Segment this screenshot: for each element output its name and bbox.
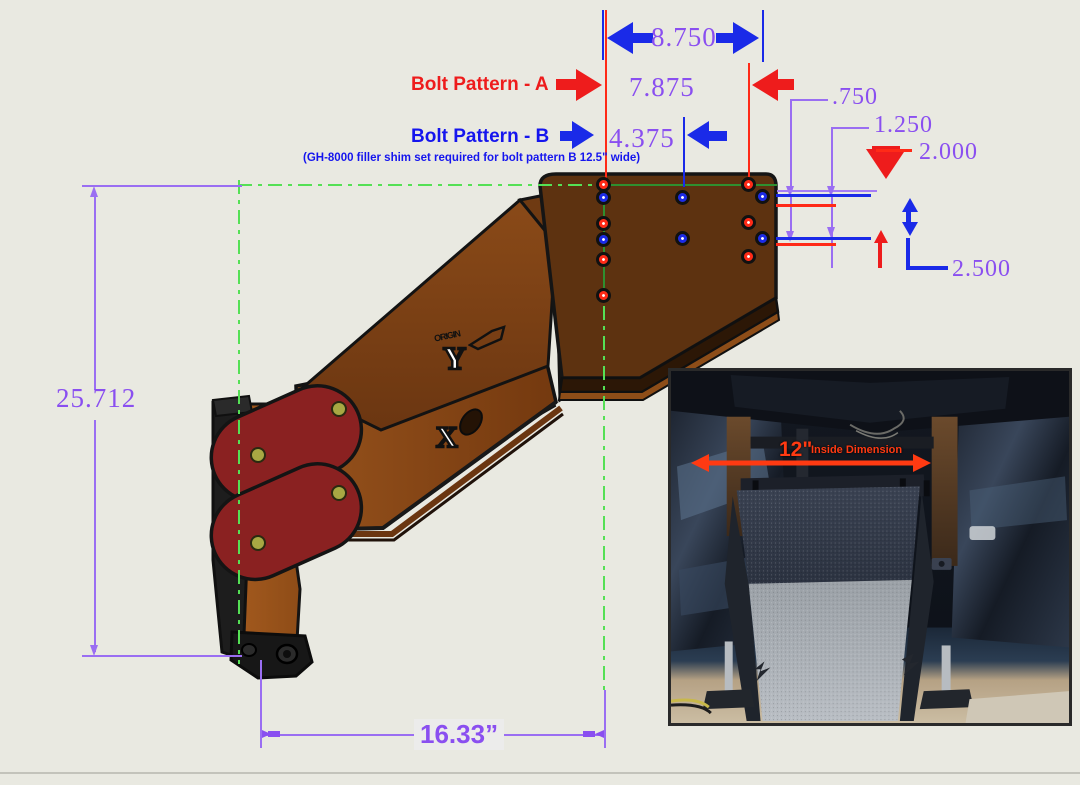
- centerline-vertical-main: [603, 186, 605, 696]
- dim-2000-ext-top: [776, 204, 836, 207]
- dim-25712-label: 25.712: [56, 383, 137, 413]
- dim-line-25712-lower: [94, 420, 96, 652]
- dim-750-label: .750: [832, 84, 878, 110]
- photo-dimension-arrow-icon: [691, 454, 931, 472]
- ext-line-8750-right: [762, 10, 764, 62]
- centerline-horizontal-plate: [605, 184, 777, 186]
- dim-line-1633-left: [264, 734, 424, 736]
- arrow-7875-right-stub: [778, 79, 794, 90]
- dim-2000-label: 2.000: [919, 139, 978, 165]
- photo-dimension-number: 12": [779, 438, 813, 461]
- dim-2000-ext-bottom: [776, 243, 836, 246]
- arrow-pattern-b-icon: [572, 121, 594, 149]
- bolt-hole-b5[interactable]: [755, 189, 770, 204]
- pattern-a-line-right: [748, 63, 750, 187]
- bolt-hole-a3[interactable]: [596, 252, 611, 267]
- dim-7875-label: 7.875: [629, 72, 695, 102]
- dim-2500-ext-top: [776, 194, 871, 197]
- dim-8750-label: 8.750: [651, 22, 717, 52]
- arrow-1633-left-icon: [262, 730, 271, 738]
- arrow-7875-right-icon: [752, 69, 778, 101]
- photo-dimension-caption: Inside Dimension: [811, 444, 903, 456]
- origin-arrow-icon: [468, 325, 506, 351]
- bolt-hole-a4[interactable]: [596, 288, 611, 303]
- dim-2500-label: 2.500: [952, 256, 1011, 282]
- arrow-1633-right-stub: [583, 731, 595, 737]
- leader-750-arrow-b-icon: [786, 231, 794, 242]
- dim-4375-label: 4.375: [609, 123, 675, 153]
- arrow-25712-up-icon: [90, 186, 98, 197]
- arrow-2000-up-tail: [878, 240, 882, 268]
- dim-1633-label: 16.33”: [414, 719, 505, 750]
- bolt-hole-a7[interactable]: [741, 249, 756, 264]
- arrow-25712-down-icon: [90, 645, 98, 656]
- arrow-pattern-a-icon: [576, 69, 602, 101]
- dim-2500-leader-horizontal: [906, 266, 948, 270]
- installation-photo: 12" Inside Dimension: [668, 368, 1072, 726]
- arrow-1633-right-icon: [595, 730, 604, 738]
- bolt-hole-b2[interactable]: [596, 232, 611, 247]
- bolt-hole-b1[interactable]: [596, 190, 611, 205]
- bolt-hole-b3[interactable]: [675, 190, 690, 205]
- pattern-a-line-left: [605, 10, 607, 190]
- arrow-8750-left-stub: [633, 33, 653, 43]
- bolt-hole-a2[interactable]: [596, 216, 611, 231]
- bolt-pattern-a-label: Bolt Pattern - A: [411, 74, 549, 95]
- arrow-1633-left-stub: [268, 731, 280, 737]
- leader-750-arrow-icon: [786, 186, 794, 197]
- ext-line-1633-right: [604, 690, 606, 748]
- dim-line-25712-upper: [94, 192, 96, 390]
- centerline-horizontal: [238, 184, 608, 186]
- bottom-divider: [0, 772, 1080, 774]
- leader-1250-horizontal: [831, 127, 869, 129]
- photo-image: [671, 371, 1069, 723]
- leader-1250-vertical: [831, 127, 833, 191]
- arrow-2000-up-icon: [874, 230, 888, 243]
- arrow-2500-down-icon: [902, 222, 918, 236]
- bolt-hole-b4[interactable]: [675, 231, 690, 246]
- leader-750-horizontal: [790, 99, 828, 101]
- dim-2500-ext-bottom: [776, 237, 871, 240]
- arrow-2500-up-icon: [902, 198, 918, 212]
- bolt-hole-b6[interactable]: [755, 231, 770, 246]
- bolt-hole-a5[interactable]: [741, 177, 756, 192]
- bolt-pattern-b-label: Bolt Pattern - B: [411, 126, 550, 147]
- pattern-b-line-right: [683, 117, 685, 187]
- ext-line-25712-bottom: [82, 655, 242, 657]
- arrow-8750-left-icon: [607, 22, 633, 54]
- leader-750-vertical: [790, 99, 792, 191]
- arrow-8750-right-icon: [733, 22, 759, 54]
- axis-y-label: Y: [442, 339, 468, 378]
- arrow-pattern-a-stub: [556, 79, 578, 90]
- ext-line-25712-top: [82, 185, 242, 187]
- arrow-4375-stub: [709, 131, 727, 141]
- leader-1250-arrow-b-icon: [827, 227, 835, 238]
- bolt-hole-a6[interactable]: [741, 215, 756, 230]
- leader-750-vertical-b: [790, 196, 792, 236]
- arrow-pattern-b-stub: [560, 131, 576, 141]
- arrow-4375-icon: [687, 121, 709, 149]
- dim-2000-leader: [876, 149, 912, 152]
- axis-x-label: X: [435, 420, 459, 456]
- dim-1250-label: 1.250: [874, 112, 933, 138]
- ext-line-8750-left: [602, 10, 604, 60]
- bolt-pattern-note: (GH-8000 filler shim set required for bo…: [303, 152, 641, 164]
- leader-1250-arrow-icon: [827, 186, 835, 197]
- dim-line-1633-right: [490, 734, 604, 736]
- arrow-8750-right-stub: [716, 33, 736, 43]
- ext-line-1633-left: [260, 660, 262, 748]
- centerline-vertical-left: [238, 180, 240, 664]
- dim-2500-tick: [906, 210, 911, 224]
- dim-2500-leader-vertical: [906, 238, 910, 270]
